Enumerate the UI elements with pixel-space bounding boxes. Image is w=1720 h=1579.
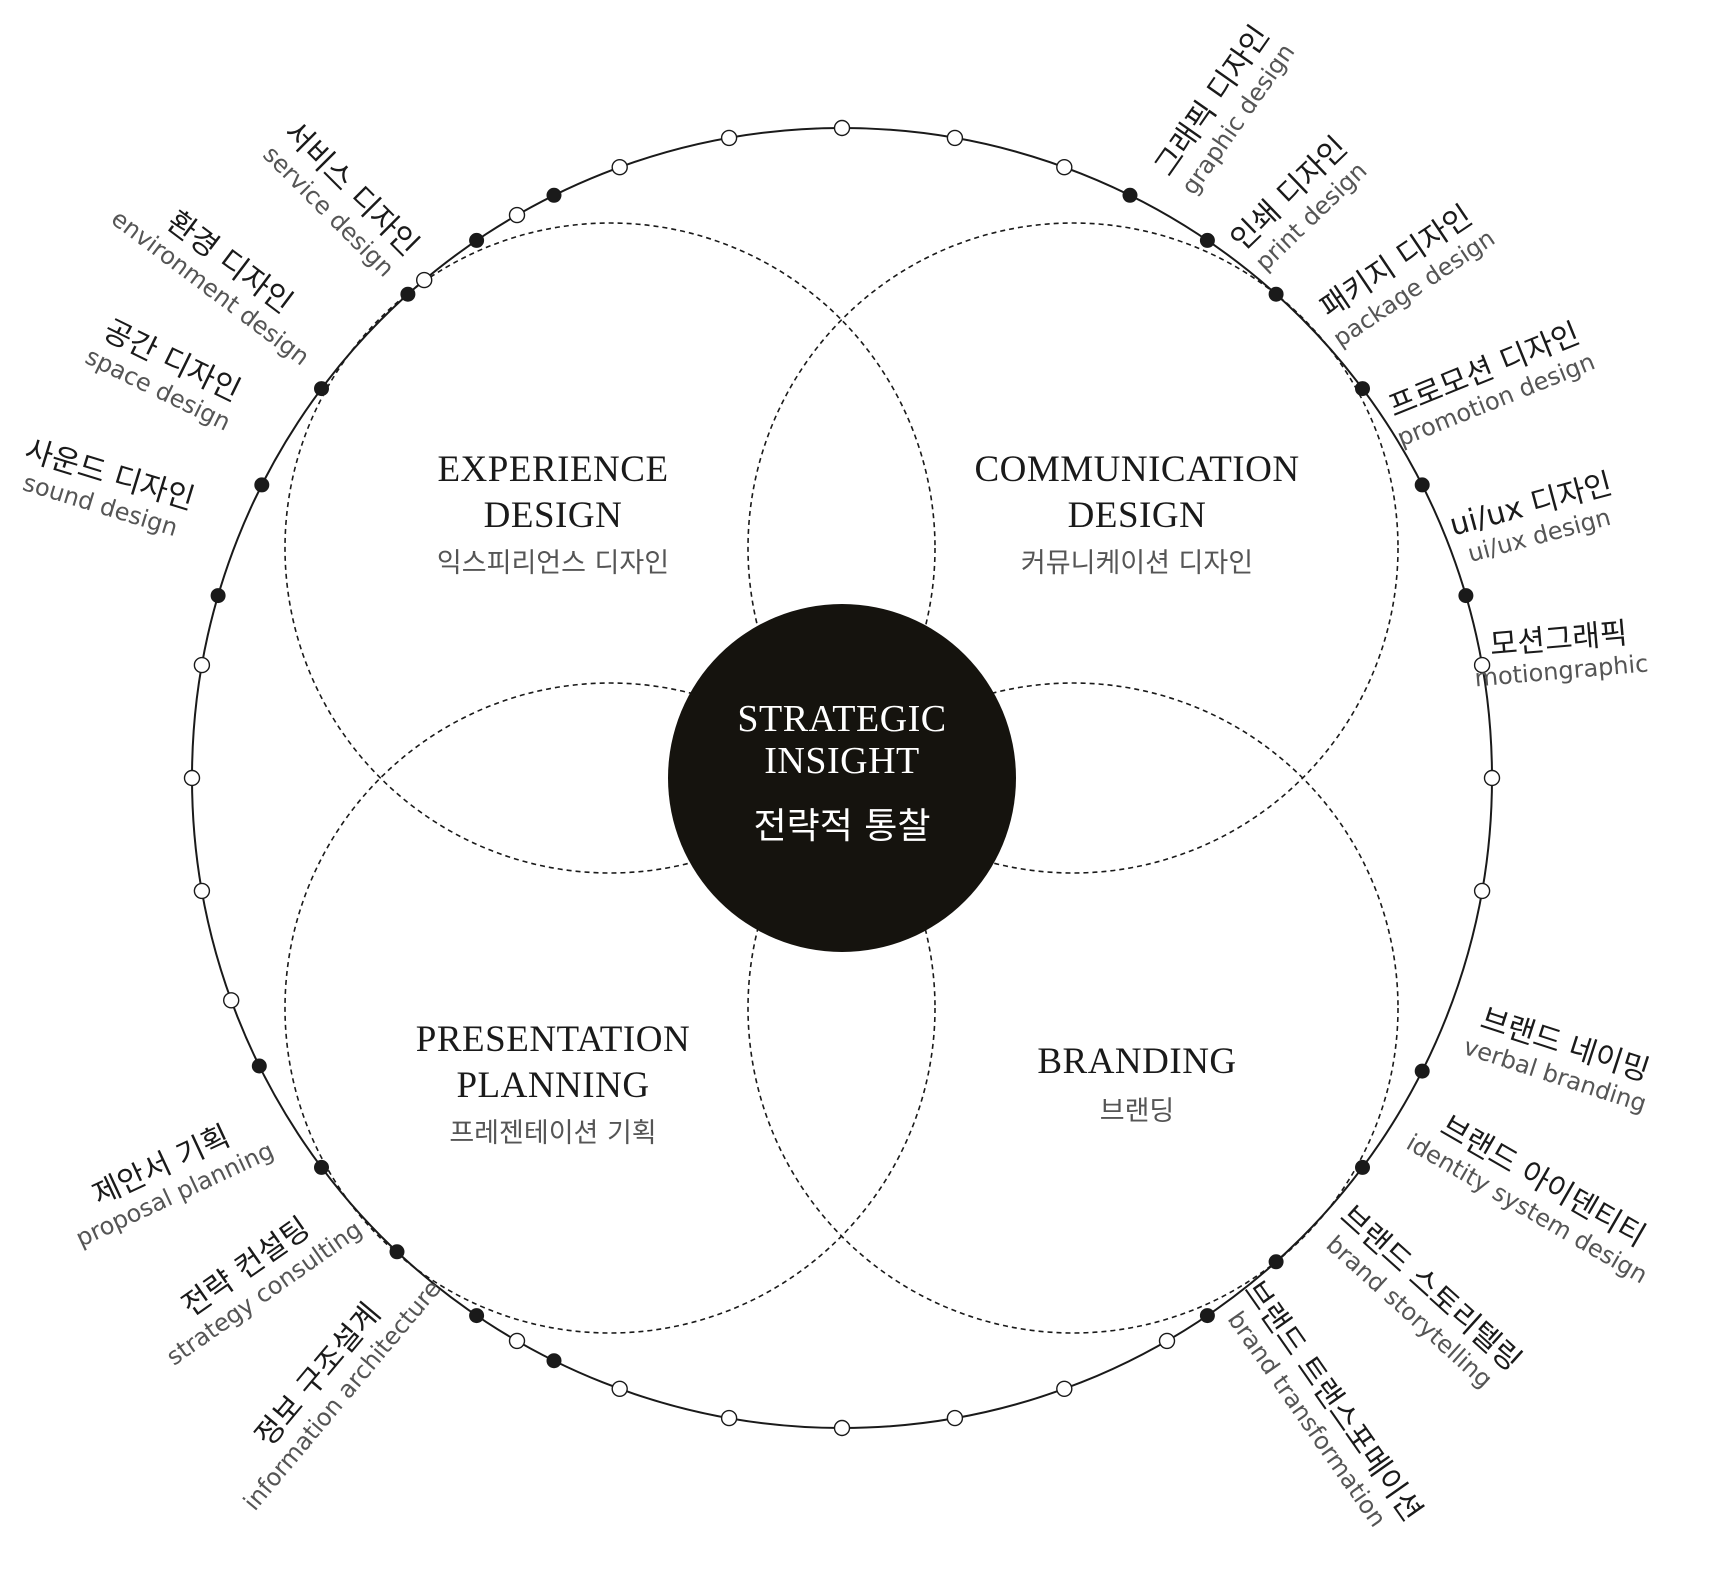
ring-dot-filled [314, 381, 329, 397]
ring-dot-filled [389, 1244, 405, 1260]
center-circle [668, 604, 1016, 952]
ring-dot-filled [546, 187, 562, 203]
quadrant-presentation: PRESENTATION PLANNING 프레젠테이션 기획 [416, 1019, 690, 1149]
experience-title-line2: DESIGN [484, 495, 623, 536]
ring-dot-hollow [720, 1409, 738, 1427]
ring-dot-filled [1199, 232, 1215, 248]
ring-dot-filled [254, 477, 270, 493]
experience-subtitle: 익스피리언스 디자인 [437, 548, 669, 579]
label-storytelling-ko: 브랜드 스토리텔링 [1333, 1198, 1528, 1378]
ring-dot-hollow [1473, 882, 1491, 900]
label-info-en: information architecture [238, 1275, 447, 1516]
ring-dot-filled [469, 232, 485, 248]
presentation-subtitle: 프레젠테이션 기획 [449, 1118, 656, 1149]
presentation-circle [284, 682, 936, 1334]
ring-dot-hollow [946, 129, 964, 147]
ring-dot-hollow [833, 1419, 851, 1437]
ring-dot-hollow [833, 119, 851, 137]
branding-subtitle: 브랜딩 [1100, 1096, 1175, 1127]
ring-dot-filled [1199, 1308, 1215, 1324]
ring-dot-filled [314, 1159, 329, 1175]
ring-dot-filled [400, 286, 416, 302]
ring-dot-filled [210, 588, 226, 604]
ring-dot-hollow [946, 1409, 964, 1427]
quadrant-communication: COMMUNICATION DESIGN 커뮤니케이션 디자인 [974, 449, 1299, 579]
experience-title-line1: EXPERIENCE [437, 449, 668, 490]
center-title-line2: INSIGHT [764, 740, 919, 782]
ring-dot-hollow [611, 1380, 628, 1398]
center-node: STRATEGIC INSIGHT 전략적 통찰 [668, 604, 1016, 952]
experience-circle [284, 222, 936, 874]
quadrant-branding: BRANDING 브랜딩 [1037, 1041, 1236, 1127]
ring-dot-hollow [508, 1332, 526, 1350]
ring-dot-hollow [416, 271, 433, 289]
ring-dot-filled [1268, 286, 1284, 302]
center-title-line1: STRATEGIC [737, 698, 946, 740]
ring-dot-filled [1414, 1063, 1430, 1079]
ring-dot-hollow [183, 769, 201, 787]
presentation-title-line2: PLANNING [456, 1065, 649, 1106]
ring-dot-hollow [611, 158, 628, 176]
presentation-title-line1: PRESENTATION [416, 1019, 690, 1060]
ring-dot-hollow [1158, 1332, 1176, 1350]
ring-dot-filled [1268, 1254, 1284, 1270]
ring-dot-hollow [1056, 158, 1073, 176]
ring-dot-hollow [193, 882, 211, 900]
ring-dot-hollow [1473, 656, 1491, 674]
branding-title: BRANDING [1037, 1041, 1236, 1082]
ring-dot-filled [1458, 588, 1474, 604]
ring-dot-filled [546, 1353, 562, 1369]
ring-dot-hollow [720, 129, 738, 147]
ring-dot-filled [469, 1308, 485, 1324]
ring-dot-hollow [508, 206, 526, 224]
communication-title-line1: COMMUNICATION [974, 449, 1299, 490]
center-subtitle: 전략적 통찰 [753, 806, 930, 847]
ring-dot-filled [251, 1058, 267, 1074]
ring-dot-filled [1355, 1159, 1370, 1175]
ring-dot-filled [1414, 477, 1430, 493]
ring-dots [183, 119, 1501, 1437]
ring-dot-filled [1355, 381, 1370, 397]
ring-dot-hollow [222, 992, 240, 1009]
ring-dot-hollow [193, 656, 211, 674]
quadrant-experience: EXPERIENCE DESIGN 익스피리언스 디자인 [437, 449, 669, 579]
ring-dot-hollow [1483, 769, 1501, 787]
communication-subtitle: 커뮤니케이션 디자인 [1021, 548, 1253, 579]
communication-title-line2: DESIGN [1068, 495, 1207, 536]
ring-dot-hollow [1056, 1380, 1073, 1398]
communication-circle [747, 222, 1399, 874]
branding-circle [747, 682, 1399, 1334]
ring-dot-filled [1122, 187, 1138, 203]
